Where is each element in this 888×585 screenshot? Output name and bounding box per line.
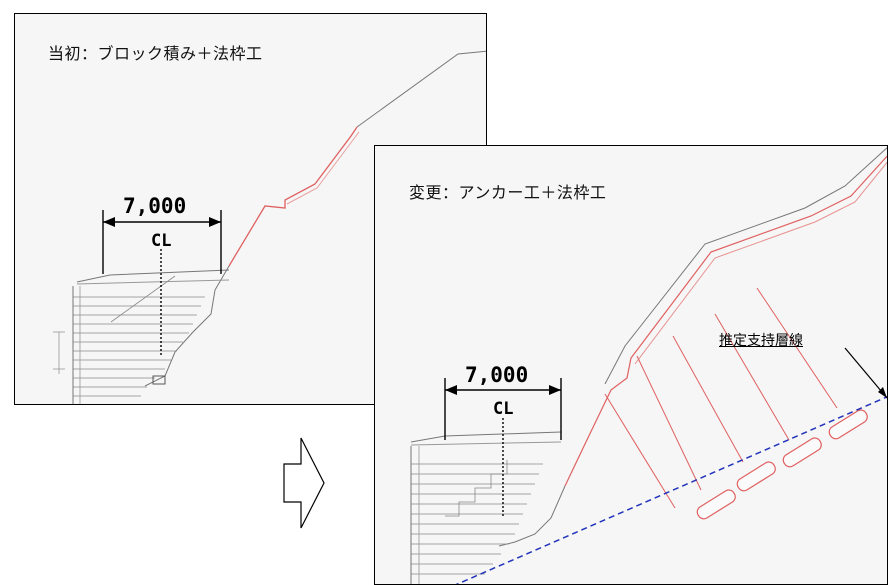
upper-slope-line — [356, 50, 486, 128]
before-cl-label: CL — [151, 231, 172, 251]
block-courses — [411, 463, 543, 575]
upper-slope-line — [604, 147, 887, 385]
right-arrow-icon — [283, 436, 325, 530]
after-title: 変更：アンカー工＋法枠工 — [409, 183, 607, 202]
wall-face — [498, 485, 566, 547]
block-wall-face — [144, 265, 230, 387]
before-dimension-label: 7,000 — [123, 194, 187, 218]
panel-after: 変更：アンカー工＋法枠工 7,000 CL 推定支持層線 — [374, 145, 888, 585]
bearing-layer-label: 推定支持層線 — [719, 333, 803, 349]
before-title: 当初：ブロック積み＋法枠工 — [48, 44, 263, 63]
road-surface — [76, 269, 230, 283]
frame-slope-red-inner — [286, 131, 360, 205]
road-surface — [410, 431, 562, 443]
block-courses — [73, 296, 205, 397]
after-cross-section — [410, 147, 887, 584]
after-dimension-label: 7,000 — [465, 363, 529, 387]
ground-anchors — [604, 287, 838, 509]
frame-slope-red-inner — [634, 161, 887, 365]
frame-slope-red — [228, 126, 358, 267]
bearing-layer-line — [455, 396, 887, 584]
anchor-bodies — [696, 409, 868, 520]
before-cross-section — [53, 50, 486, 404]
label-leader — [844, 347, 887, 399]
frame-slope-red — [564, 155, 887, 487]
after-cl-label: CL — [493, 399, 514, 419]
